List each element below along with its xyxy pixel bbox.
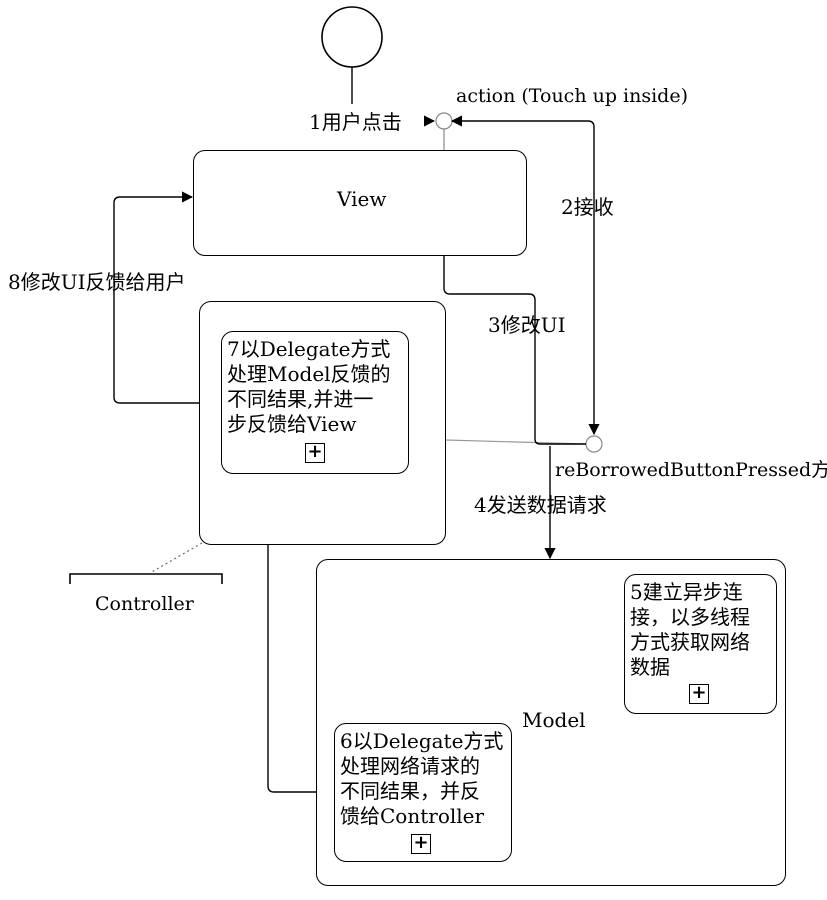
step-4-label: 4发送数据请求: [474, 493, 607, 517]
arrow-step6-to-7: [262, 474, 334, 793]
expand-icon[interactable]: +: [305, 443, 325, 463]
step-8-label: 8修改UI反馈给用户: [8, 270, 186, 294]
controller-annotation-bracket: [69, 573, 223, 584]
method-event-circle: [585, 435, 603, 453]
method-label: reBorrowedButtonPressed方法: [555, 459, 827, 481]
event-label: action (Touch up inside): [456, 85, 688, 107]
controller-annotation-link: [149, 542, 203, 574]
start-event-circle: [321, 6, 383, 68]
task-5-text: 5建立异步连 接，以多线程 方式获取网络 数据: [630, 580, 750, 679]
arrow-step2: [452, 120, 600, 436]
view-label: View: [337, 187, 387, 211]
view-box: View: [193, 150, 527, 256]
expand-icon[interactable]: +: [689, 684, 709, 704]
touch-event-circle: [435, 112, 453, 130]
task-7-box: 7以Delegate方式 处理Model反馈的 不同结果,并进一 步反馈给Vie…: [221, 331, 409, 474]
step-3-label: 3修改UI: [488, 313, 566, 337]
step-2-label: 2接收: [561, 195, 614, 219]
step-1-label: 1用户点击: [309, 110, 402, 134]
task-6-box: 6以Delegate方式 处理网络请求的 不同结果，并反 馈给Controlle…: [334, 723, 512, 862]
arrow-step3: [438, 240, 586, 445]
task-6-text: 6以Delegate方式 处理网络请求的 不同结果，并反 馈给Controlle…: [340, 729, 504, 828]
controller-label: Controller: [95, 593, 194, 615]
model-label: Model: [522, 708, 586, 732]
arrow-step8: [113, 191, 222, 404]
expand-icon[interactable]: +: [411, 834, 431, 854]
task-5-box: 5建立异步连 接，以多线程 方式获取网络 数据 +: [624, 574, 777, 714]
task-7-text: 7以Delegate方式 处理Model反馈的 不同结果,并进一 步反馈给Vie…: [227, 337, 391, 436]
